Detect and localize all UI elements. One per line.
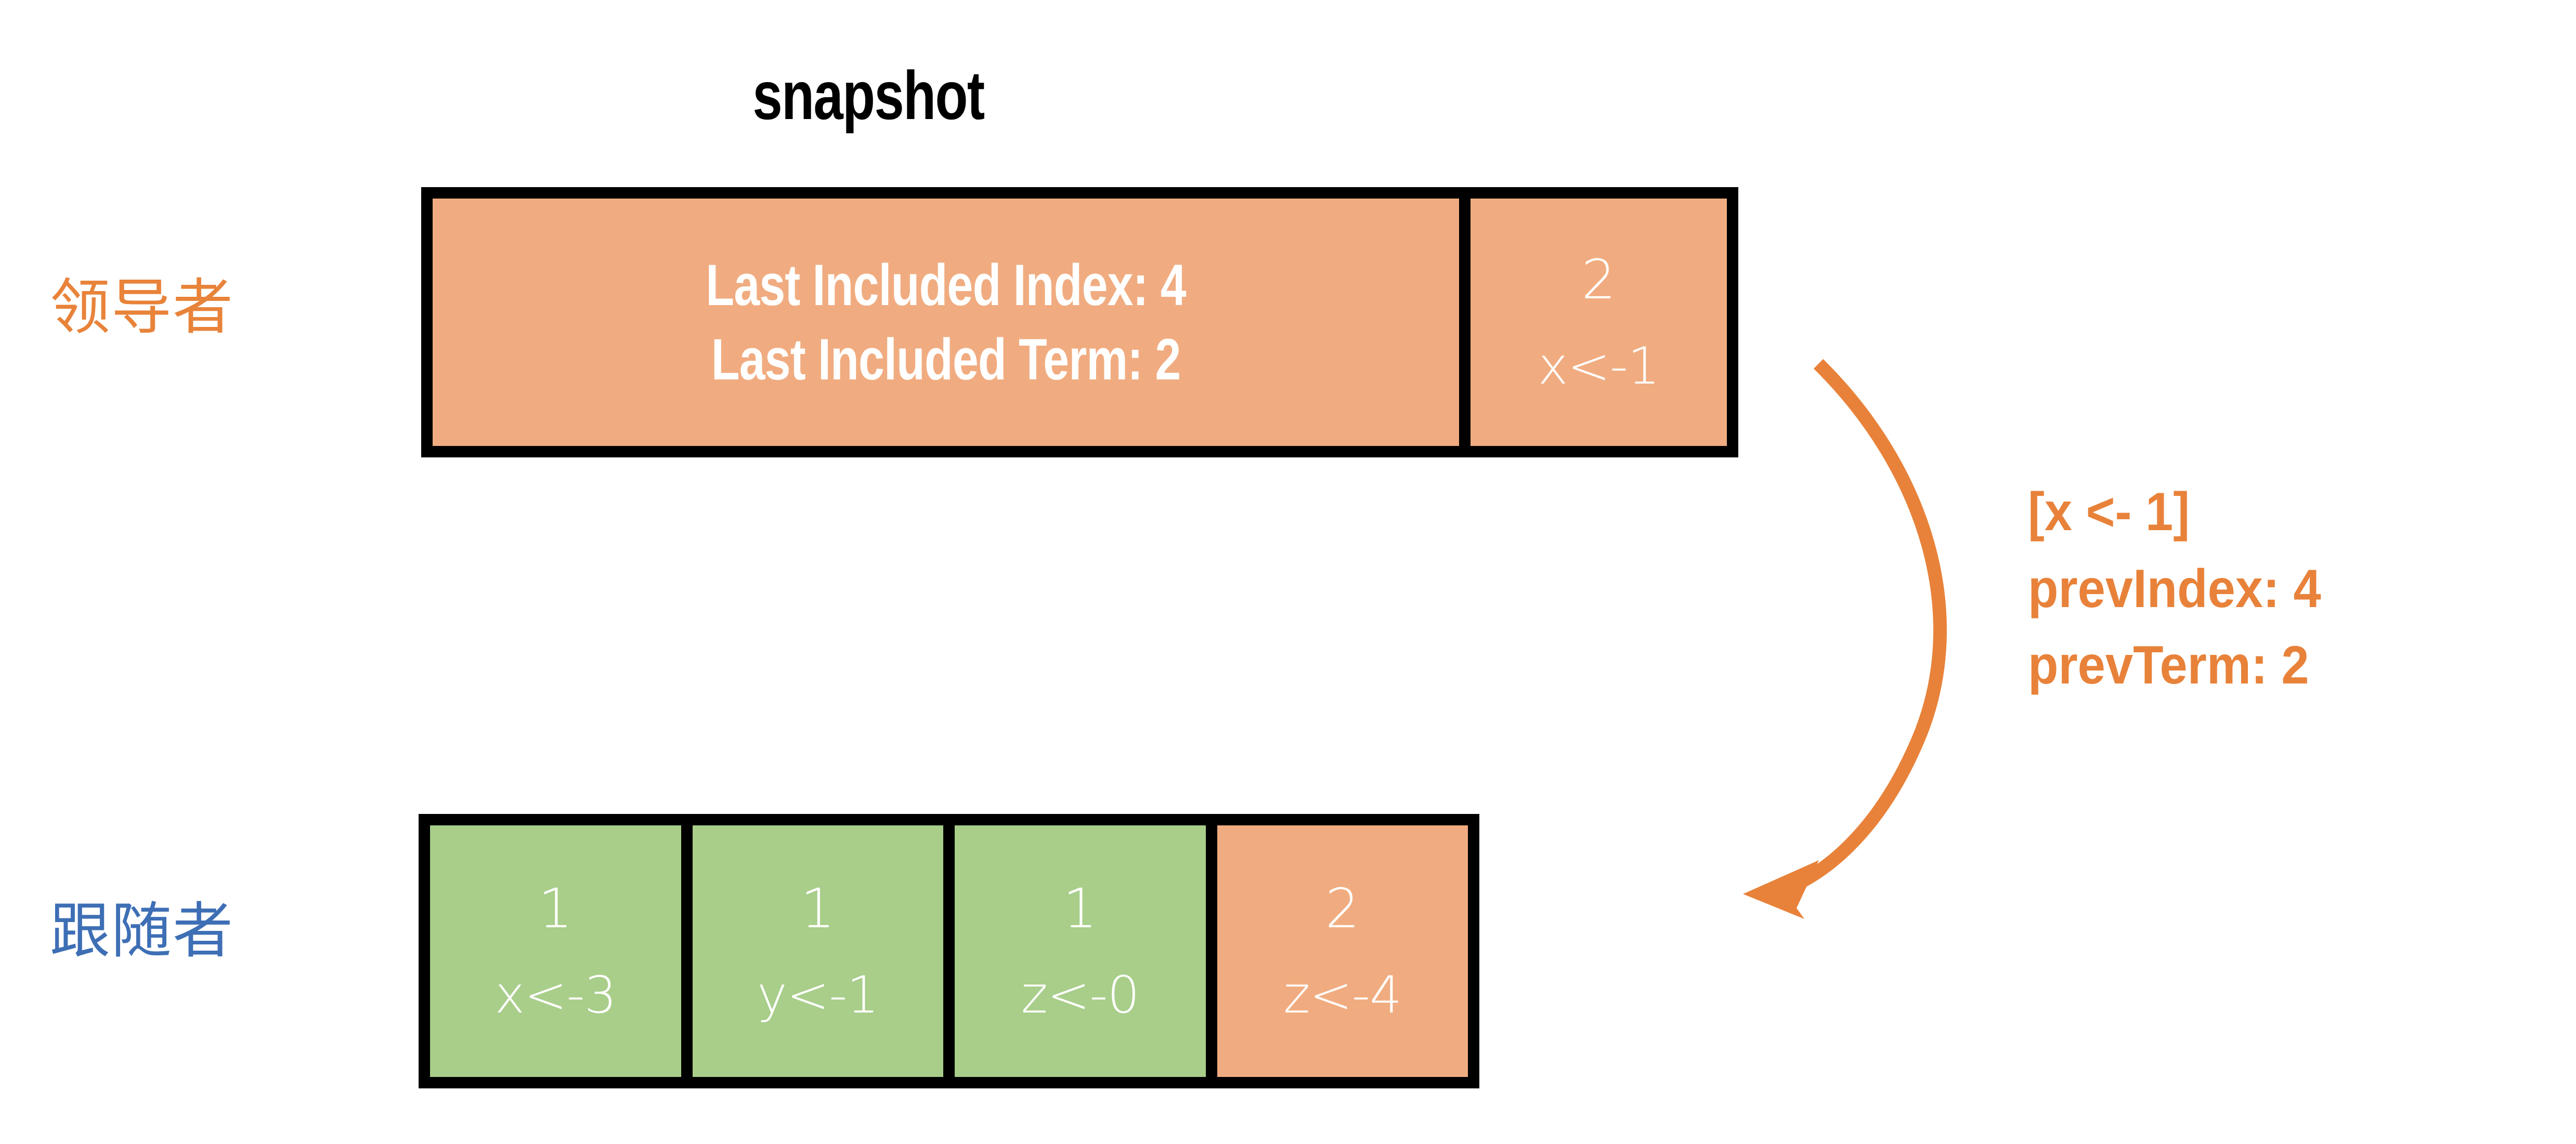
leader-role-label: 领导者: [50, 272, 234, 343]
entry-command: z<-0: [1021, 966, 1140, 1025]
arrow-shaft-path: [1775, 359, 1947, 899]
follower-log-entry: 1 z<-0: [949, 820, 1212, 1083]
entry-command: x<-3: [495, 966, 617, 1025]
rpc-annotation: [x <- 1] prevIndex: 4 prevTerm: 2: [2028, 474, 2321, 704]
entry-term: 1: [1063, 877, 1098, 940]
rpc-command: [x <- 1]: [2028, 482, 2190, 542]
leader-log-entry: 2 x<-1: [1465, 193, 1733, 452]
entry-term: 1: [538, 877, 573, 940]
follower-log-row: 1 x<-3 1 y<-1 1 z<-0 2 z<-4: [419, 814, 1479, 1088]
snapshot-last-included-index: Last Included Index: 4: [706, 252, 1186, 318]
follower-log-entry: 1 x<-3: [424, 820, 687, 1083]
leader-snapshot-cell: Last Included Index: 4 Last Included Ter…: [427, 193, 1465, 452]
entry-term: 2: [1581, 248, 1616, 311]
leader-log-row: Last Included Index: 4 Last Included Ter…: [421, 187, 1738, 457]
follower-role-label: 跟随者: [50, 896, 234, 966]
entry-command: z<-4: [1283, 966, 1402, 1025]
entry-term: 1: [800, 877, 835, 940]
snapshot-last-included-term: Last Included Term: 2: [711, 327, 1181, 392]
entry-term: 2: [1325, 877, 1360, 940]
rpc-prev-index: prevIndex: 4: [2028, 558, 2321, 619]
page-title: snapshot: [752, 57, 985, 134]
arrow-head-icon: [1743, 860, 1819, 919]
rpc-prev-term: prevTerm: 2: [2028, 635, 2309, 696]
follower-log-entry: 2 z<-4: [1211, 820, 1474, 1083]
entry-command: y<-1: [757, 966, 879, 1025]
entry-command: x<-1: [1538, 337, 1660, 396]
follower-log-entry: 1 y<-1: [686, 820, 949, 1083]
